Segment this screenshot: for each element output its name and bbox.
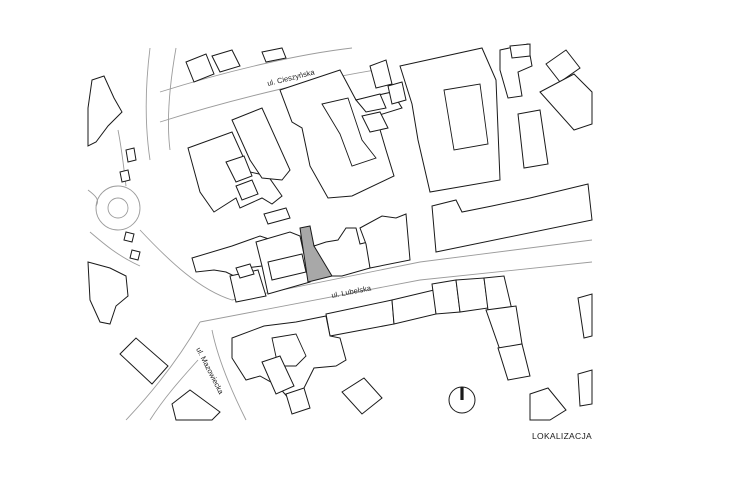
building	[391, 289, 437, 325]
building	[539, 73, 593, 131]
building	[87, 261, 129, 325]
street-edge-lubelska-south	[199, 261, 593, 323]
building	[509, 43, 531, 59]
roundabout-outer	[95, 185, 141, 231]
building	[171, 389, 221, 421]
building	[211, 49, 241, 73]
street-network	[87, 47, 593, 421]
building	[497, 343, 531, 381]
building	[355, 93, 387, 113]
building	[235, 179, 259, 201]
street-edge-lubelska-north	[139, 229, 593, 301]
building	[325, 299, 395, 337]
street-edge-cieszynska-north	[159, 47, 353, 93]
building	[267, 253, 307, 281]
building	[359, 213, 411, 269]
street-edge-bottom-left	[149, 359, 199, 421]
building	[123, 231, 135, 243]
building	[577, 369, 593, 407]
building	[341, 377, 383, 415]
building	[231, 107, 291, 181]
building	[261, 47, 287, 63]
building	[129, 249, 141, 261]
building-footprints	[87, 43, 593, 421]
street-edge-roundabout-south	[89, 231, 141, 267]
building	[361, 111, 389, 133]
street-label-mazowiecka: ul. Mazowiecka	[194, 346, 226, 397]
building	[455, 277, 489, 313]
street-edge-roundabout-north	[117, 129, 127, 187]
building	[185, 53, 215, 83]
building	[545, 49, 581, 83]
building-courtyard	[321, 97, 377, 167]
building	[225, 155, 253, 183]
building	[263, 207, 291, 225]
street-edge-mazowiecka-west	[125, 321, 201, 421]
building	[313, 227, 371, 277]
building-inner-outline	[443, 83, 489, 151]
building	[87, 75, 123, 147]
street-edge-cieszynska-south	[159, 67, 389, 123]
building	[279, 69, 403, 199]
street-label-lubelska: ul. Lubelska	[331, 283, 373, 300]
building	[369, 59, 393, 89]
building	[485, 305, 523, 351]
street-edge-west-road-2	[167, 47, 177, 151]
building	[191, 235, 277, 279]
north-arrow-icon	[448, 386, 476, 414]
building	[483, 275, 513, 311]
building	[119, 337, 169, 385]
building	[235, 263, 255, 279]
building	[431, 183, 593, 253]
building	[231, 315, 347, 401]
building	[399, 47, 501, 193]
building	[577, 293, 593, 339]
street-edge-mazowiecka-east	[211, 329, 247, 421]
building	[119, 169, 131, 183]
building	[529, 387, 567, 421]
street-edge-roundabout-west	[87, 189, 99, 207]
building	[387, 81, 407, 105]
street-edge-west-road-1	[145, 47, 151, 161]
building	[431, 279, 461, 315]
roundabout-inner	[107, 197, 129, 219]
building	[517, 109, 549, 169]
map-caption: LOKALIZACJA	[532, 431, 592, 441]
building	[285, 387, 311, 415]
building	[261, 355, 295, 395]
building	[125, 147, 137, 163]
